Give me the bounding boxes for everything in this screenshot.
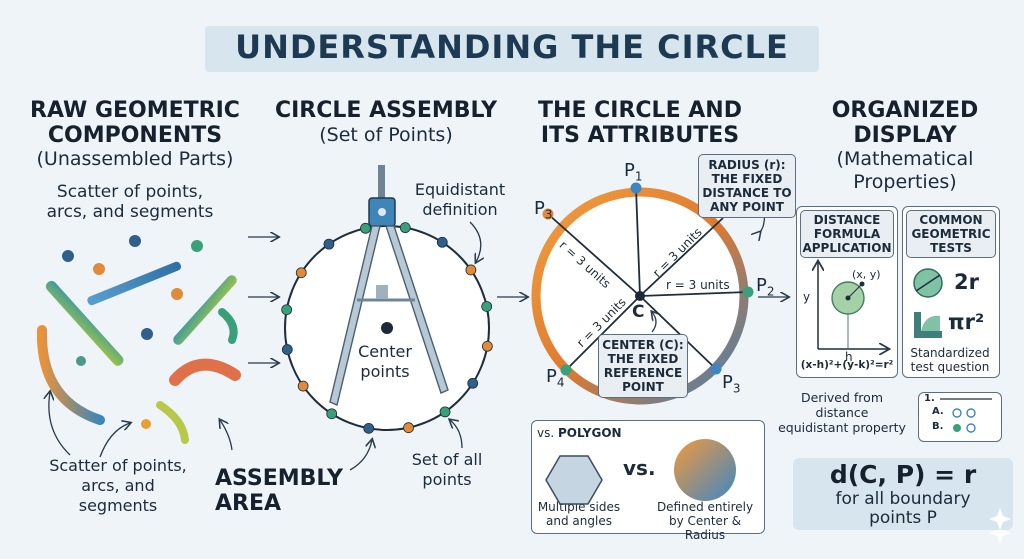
ring-point [481, 301, 493, 312]
point-p4-label: P4 [546, 366, 565, 390]
col1-subtitle: (Unassembled Parts) [36, 148, 234, 170]
point-p2-label: P2 [756, 275, 775, 299]
ring-point [323, 238, 335, 250]
arrow-assembly-area [349, 440, 372, 471]
col2-subtitle: (Set of Points) [319, 124, 453, 146]
compass-icon [329, 165, 449, 406]
attribute-circle [531, 182, 754, 405]
ring-point [436, 236, 448, 248]
arrow-set-of-all [450, 420, 463, 449]
arrow-scatter-1 [49, 392, 71, 456]
ring-point [297, 380, 309, 392]
ring-point [360, 222, 371, 234]
axis-y-label: y [803, 290, 811, 304]
assembly-circle [281, 222, 493, 434]
radius-label-3: r = 3 units [666, 278, 730, 292]
ring-point [465, 264, 477, 276]
page-title: UNDERSTANDING THE CIRCLE [235, 28, 789, 66]
center-c-label: C [632, 302, 645, 322]
arrow-scatter-2 [99, 423, 130, 458]
point-p3-bottom-label: P3 [722, 372, 741, 396]
ring-point [281, 344, 293, 355]
definition-formula: d(C, P) = r [829, 460, 977, 489]
center-point [381, 322, 393, 334]
ring-point [403, 422, 414, 434]
ring-point [326, 408, 338, 420]
axis-h-label: h [845, 350, 853, 364]
area-formula: πr² [948, 310, 985, 334]
ring-point [439, 406, 451, 418]
point-p1-label: P1 [624, 160, 643, 184]
col2-title: CIRCLE ASSEMBLY [274, 98, 498, 123]
definition-panel [793, 458, 1013, 530]
title-band [205, 26, 819, 72]
question-number: 1. [924, 393, 935, 404]
sparkle-icon [989, 522, 1011, 544]
point-xy-label: (x, y) [852, 268, 881, 281]
point-p3-top-label: P3 [534, 198, 553, 222]
ring-point [467, 377, 479, 389]
ring-point [481, 340, 493, 352]
vs-polygon-heading: vs. POLYGON [537, 426, 622, 440]
scatter-parts [36, 235, 241, 444]
option-b-label: B. [932, 421, 944, 432]
option-a-label: A. [932, 406, 944, 417]
ring-point [399, 222, 411, 234]
scatter-caption-top: Scatter of points,arcs, and segments [46, 182, 214, 222]
vs-label: vs. [623, 456, 656, 480]
ring-point [281, 304, 293, 316]
arrow-scatter-3 [220, 420, 233, 451]
circle-equation: (x-h)²+(y-k)²=r² [800, 359, 894, 371]
ring-point [363, 422, 375, 434]
ring-point [295, 267, 307, 279]
diameter-formula: 2r [954, 270, 979, 294]
arrow-center [652, 312, 656, 333]
arrow-equidistant [469, 221, 481, 262]
